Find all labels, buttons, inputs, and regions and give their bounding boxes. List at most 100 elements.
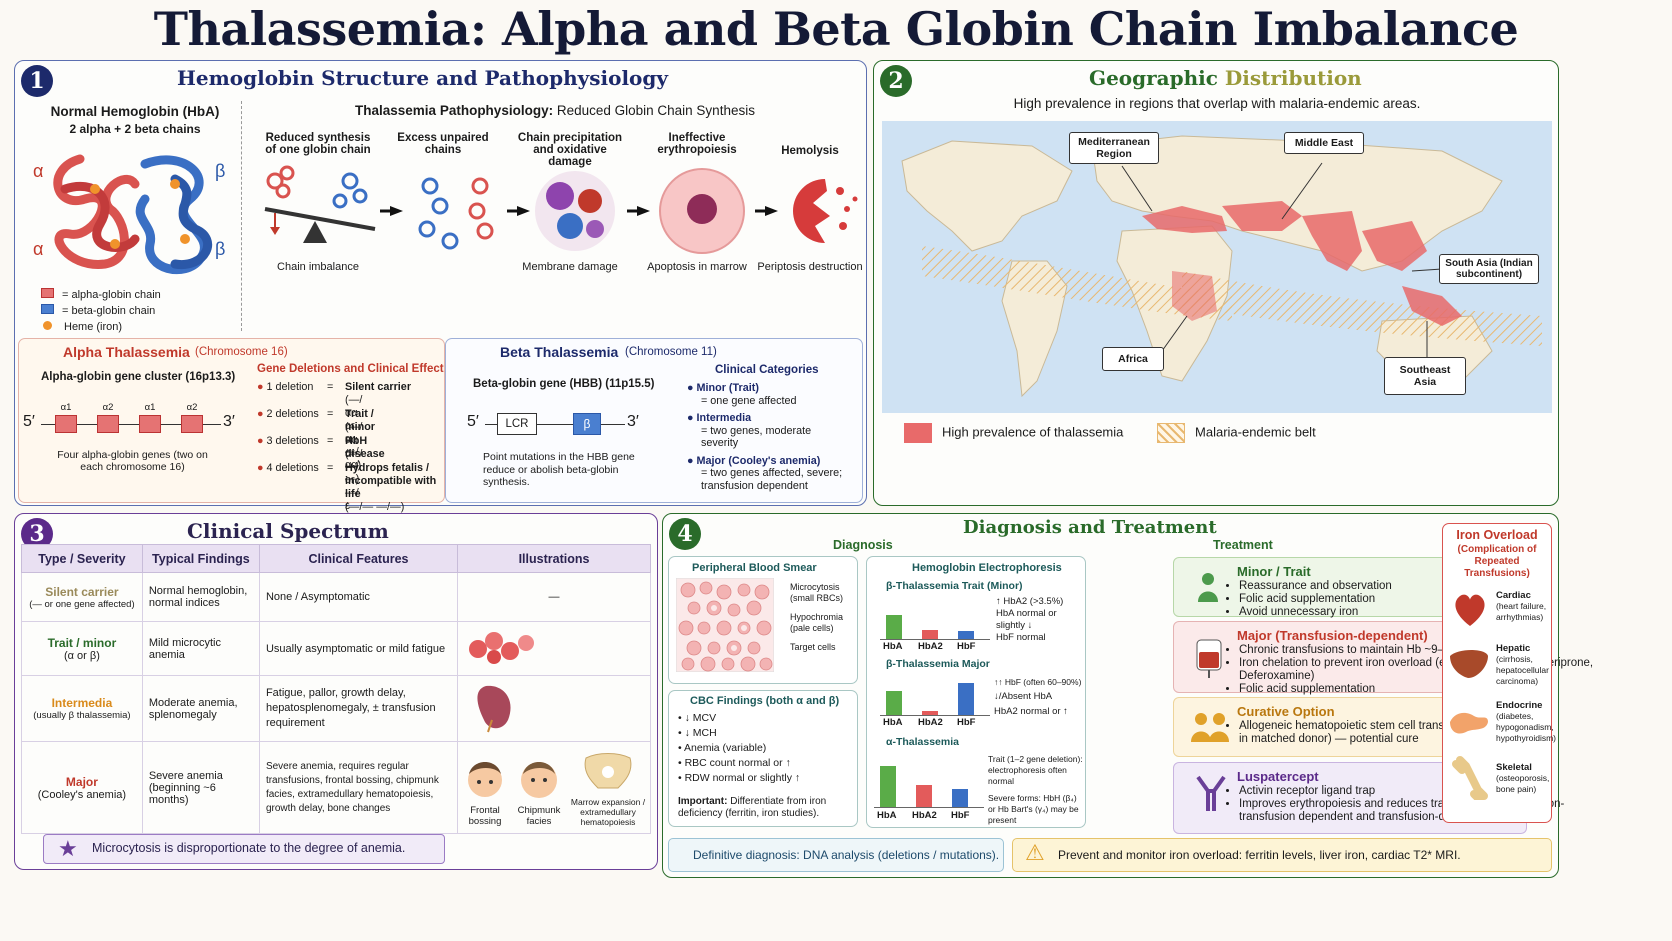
elec-bar [886, 615, 902, 639]
alpha-label-bottom: α [33, 239, 44, 259]
findings-cell: Mild microcytic anemia [141, 621, 260, 676]
cat-desc-1: = one gene affected [701, 394, 797, 407]
features-cell: Usually asymptomatic or mild fatigue [258, 621, 459, 676]
chain-imbalance-seesaw [264, 165, 376, 243]
beta-swatch [41, 304, 54, 314]
iron-hepatic: Hepatic(cirrhosis, hepatocellular carcin… [1496, 643, 1552, 687]
header-features: Clinical Features [258, 544, 459, 573]
elec-bar [922, 711, 938, 715]
bar-label: HbF [957, 641, 976, 652]
heme-swatch [43, 321, 52, 330]
iron-organ: Skeletal [1496, 762, 1532, 773]
cbc-item-5: • RDW normal or slightly ↑ [678, 772, 801, 784]
iron-skeletal: Skeletal(osteoporosis, bone pain) [1496, 762, 1552, 795]
type-sub: (— or one gene affected) [29, 598, 135, 610]
treat-title-major: Major (Transfusion-dependent) [1237, 628, 1428, 643]
malaria-swatch [1157, 423, 1186, 443]
illus-label-2: Chipmunk facies [517, 805, 561, 827]
alpha-gene-label-4: α2 [186, 402, 198, 413]
hba-subtitle: 2 alpha + 2 beta chains [69, 122, 201, 136]
step-title-5: Hemolysis [781, 145, 839, 157]
del-count-1: 1 deletion [266, 381, 314, 393]
alpha-label-top: α [33, 161, 44, 181]
deletions-title: Gene Deletions and Clinical Effect [257, 363, 444, 375]
frontal-bossing-figure: Frontal bossing [460, 756, 510, 827]
treat-item: Avoid unnecessary iron [1239, 606, 1392, 619]
blood-smear-image [676, 578, 774, 672]
cbc-item-1: • ↓ MCV [678, 712, 717, 724]
cat-desc-2: = two genes, moderate severity [701, 424, 812, 450]
elec-note: ↑ HbA2 (>3.5%) [996, 596, 1064, 607]
patho-title-regular: Reduced Globin Chain Synthesis [556, 103, 755, 118]
elec-bar [958, 683, 974, 715]
iron-monitor-text: Prevent and monitor iron overload: ferri… [1058, 848, 1461, 862]
bar-label: HbF [957, 717, 976, 728]
panel-title-2: Geographic Distribution [1089, 66, 1362, 90]
label-africa: Africa [1102, 347, 1164, 371]
lcr-box: LCR [497, 413, 537, 435]
header-type: Type / Severity [21, 544, 143, 573]
label-south-asia: South Asia (Indian subcontinent) [1439, 254, 1539, 284]
table-row: Silent carrier(— or one gene affected) N… [21, 572, 651, 622]
step-caption-5: Periptosis destruction [757, 261, 863, 273]
elec-bar [880, 766, 896, 807]
step-caption-1: Chain imbalance [277, 261, 359, 273]
treat-item: Chronic transfusions to maintain Hb ~9–1… [1239, 644, 1619, 657]
smear-title: Peripheral Blood Smear [692, 562, 817, 574]
type-sub: (usually β thalassemia) [33, 710, 131, 721]
geo-legend: High prevalence of thalassemia Malaria-e… [904, 423, 1316, 443]
type-sub: (Cooley's anemia) [37, 788, 127, 801]
alpha-five-prime: 5′ [23, 413, 35, 430]
cbc-important: Important: Differentiate from iron defic… [678, 796, 853, 820]
elec-notes-3: Trait (1–2 gene deletion): electrophores… [988, 754, 1084, 826]
alpha-gene-cluster: Alpha-globin gene cluster (16p13.3) [41, 371, 236, 383]
child-face-icon [468, 762, 502, 797]
page-title: Thalassemia: Alpha and Beta Globin Chain… [153, 2, 1519, 56]
deletions-list: ● 1 deletion=Silent carrier(—/αα or α—/α… [257, 381, 436, 525]
table-row: Major(Cooley's anemia) Severe anemia (be… [21, 741, 651, 834]
donor-recipient-icon [1191, 713, 1229, 742]
illus-label-3: Marrow expansion / extramedullary hemato… [570, 797, 646, 827]
diagnosis-label: Diagnosis [833, 538, 893, 552]
bullet: ● [257, 435, 267, 447]
alpha-gene-label-3: α1 [144, 402, 156, 413]
bone-icon [1452, 756, 1488, 800]
elec-title-1: β-Thalassemia Trait (Minor) [886, 580, 1023, 592]
receptor-icon [1196, 775, 1226, 811]
elec-title-2: β-Thalassemia Major [886, 658, 990, 670]
table-row: Trait / minor(α or β) Mild microcytic an… [21, 621, 651, 676]
panel-title-2b: Distribution [1224, 66, 1362, 90]
type-name: Major [65, 774, 98, 789]
legend-malaria: Malaria-endemic belt [1195, 424, 1316, 440]
illustration-cell: — [457, 572, 651, 622]
iron-organ: Cardiac [1496, 590, 1531, 601]
iron-subtitle: (Complication of Repeated Transfusions) [1457, 544, 1537, 579]
bar-label: HbA [883, 717, 903, 728]
legend-prevalence: High prevalence of thalassemia [942, 424, 1124, 440]
smear-label-target: Target cells [790, 642, 836, 652]
table-row: Intermedia(usually β thalassemia) Modera… [21, 675, 651, 742]
panel-clinical-spectrum: 3 Clinical Spectrum Type / Severity Typi… [14, 513, 658, 870]
legend-beta: = beta-globin chain [62, 305, 156, 317]
type-cell: Major(Cooley's anemia) [21, 741, 143, 834]
findings-cell: Normal hemoglobin, normal indices [141, 572, 260, 622]
cbc-important-text: Differentiate from iron deficiency (ferr… [678, 796, 827, 819]
alpha-gene-box-3 [139, 415, 161, 433]
alpha-gene-note: Four alpha-globin genes (two on each chr… [57, 449, 208, 473]
elec-note: HbF normal [996, 632, 1046, 643]
heart-icon [1455, 594, 1485, 626]
cbc-item-4: • RBC count normal or ↑ [678, 757, 791, 769]
hba-legend: = alpha-globin chain = beta-globin chain… [41, 287, 161, 335]
bar-label: HbA2 [912, 810, 937, 821]
del-geno-1: (—/αα or α—/αα) [345, 394, 363, 471]
iron-title: Iron Overload [1456, 528, 1538, 542]
panel-number-2: 2 [880, 65, 912, 97]
del-effect-4-wrap: Hydrops fetalis / incompatible with life… [345, 462, 445, 514]
elec-bar [922, 630, 938, 639]
cat-name-3: Major (Cooley's anemia) [696, 454, 821, 467]
type-name: Silent carrier [45, 584, 119, 599]
clinical-spectrum-table: Type / Severity Typical Findings Clinica… [21, 544, 651, 834]
legend-heme: Heme (iron) [64, 321, 123, 333]
alpha-title: Alpha Thalassemia [63, 344, 190, 360]
prevalence-swatch [904, 423, 932, 443]
